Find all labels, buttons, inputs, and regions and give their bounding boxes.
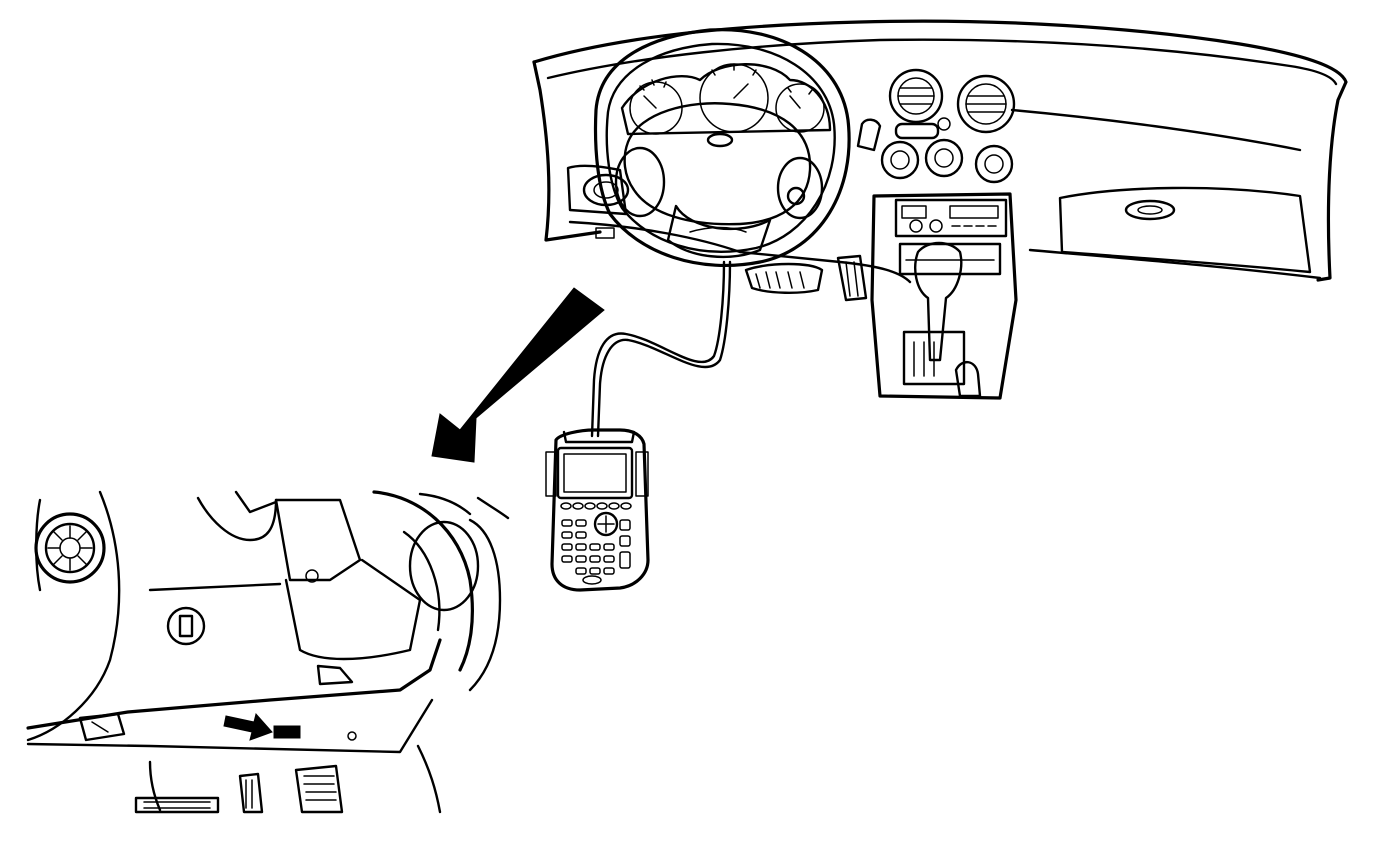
pointer-arrow: [431, 287, 605, 463]
center-vents: [856, 68, 1016, 152]
dashboard: [532, 19, 1348, 400]
scan-tool: [545, 428, 650, 592]
steering-wheel: [593, 28, 851, 268]
scan-tool-keypad: [560, 502, 632, 585]
pedals: [744, 254, 868, 302]
glove-box: [1058, 186, 1312, 274]
data-link-connector: [273, 725, 301, 739]
gear-shifter: [914, 241, 982, 398]
center-console: [870, 192, 1018, 400]
data-link-connector-arrow: [223, 712, 273, 741]
climate-controls: [880, 138, 1014, 184]
diagnostic-cable: [590, 260, 726, 438]
instrument-cluster: [620, 63, 832, 136]
detail-view-lower-dash: [26, 490, 510, 814]
